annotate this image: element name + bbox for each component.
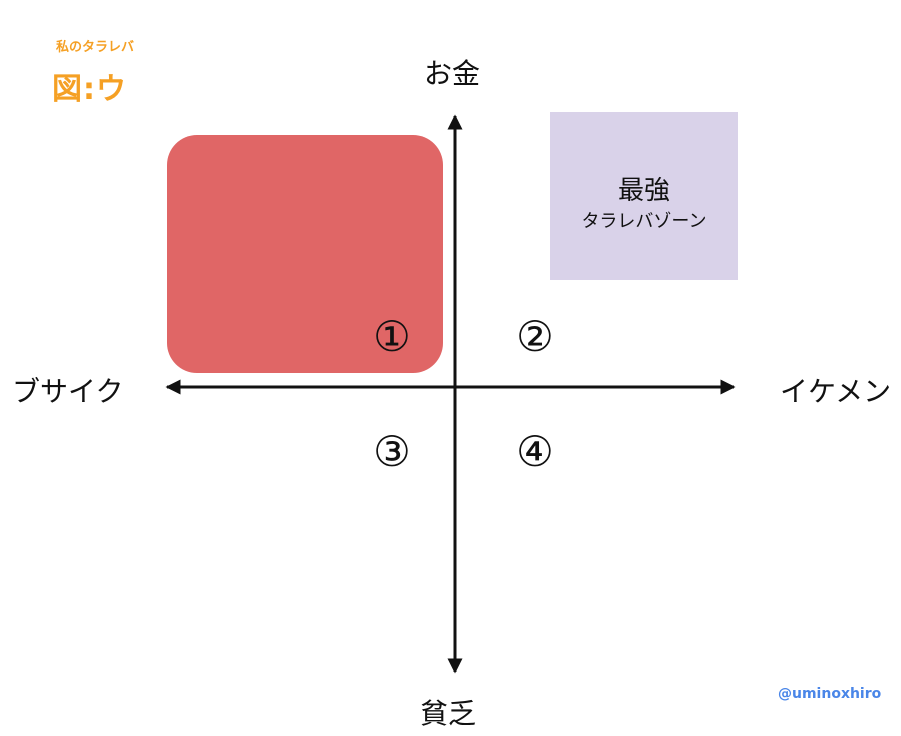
best-zone: 最強 タラレバゾーン — [550, 112, 738, 280]
watermark: @uminoxhiro — [778, 686, 882, 702]
quadrant-1-label: ① — [373, 312, 411, 361]
quadrant-2-label: ② — [516, 312, 554, 361]
quadrant-3-label: ③ — [373, 427, 411, 476]
quadrant-4-label: ④ — [516, 427, 554, 476]
axis-label-bottom: 貧乏 — [420, 697, 477, 730]
best-zone-subtitle: タラレバゾーン — [581, 211, 707, 232]
axis-label-right: イケメン — [780, 375, 892, 408]
axis-label-left: ブサイク — [12, 375, 124, 408]
best-zone-title: 最強 — [617, 176, 670, 206]
figure-title: 図:ウ — [52, 72, 127, 107]
axis-label-top: お金 — [424, 57, 481, 90]
red-zone — [167, 135, 443, 373]
subtitle: 私のタラレバ — [56, 40, 135, 55]
